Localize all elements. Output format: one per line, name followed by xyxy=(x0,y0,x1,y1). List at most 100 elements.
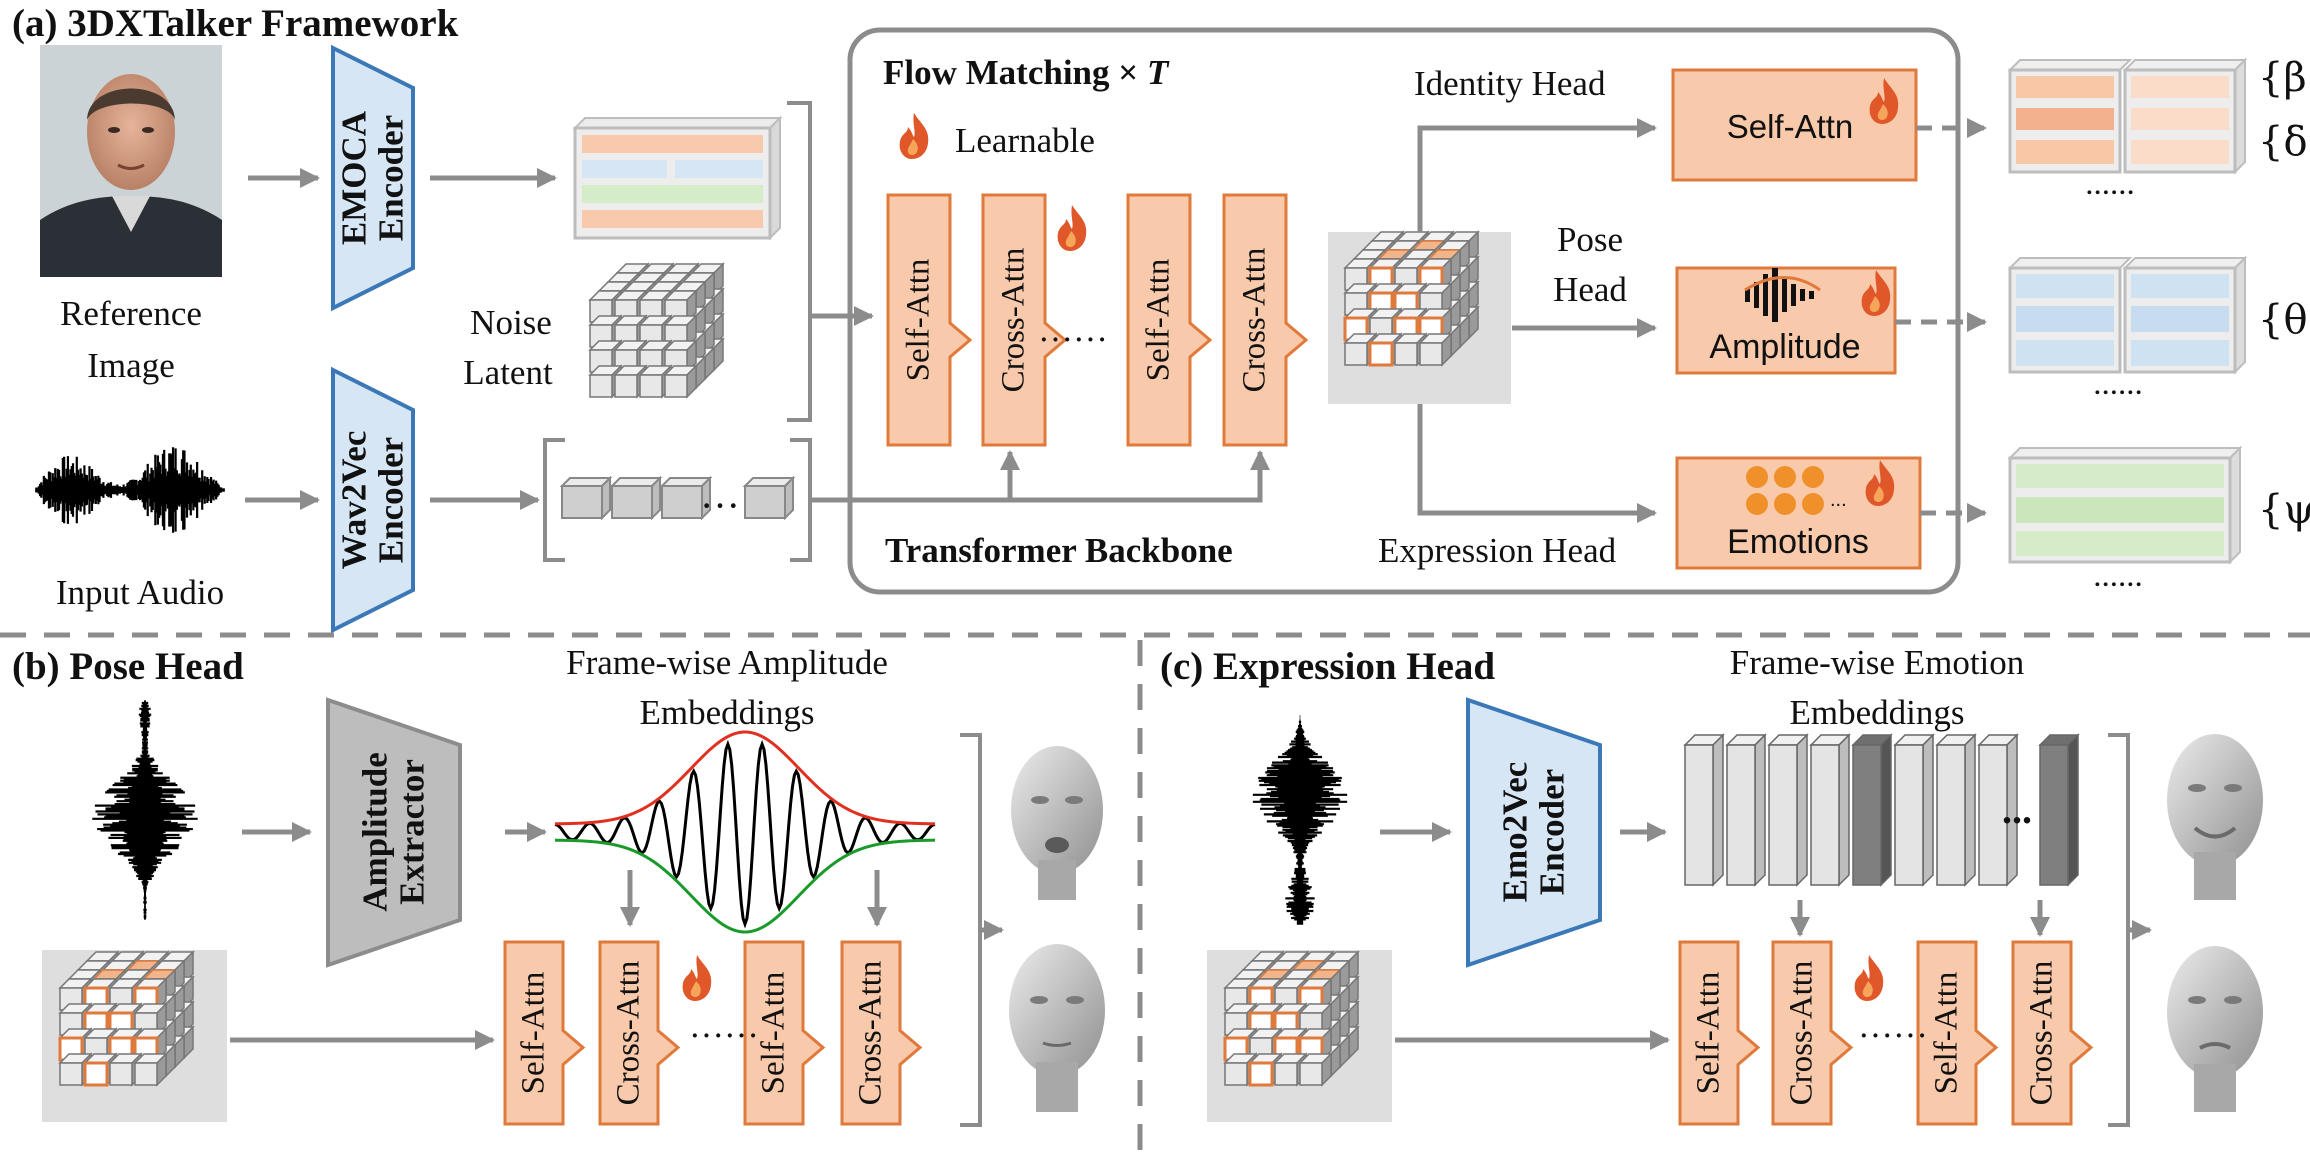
voxel-face xyxy=(134,1062,158,1086)
emotion-bar-side xyxy=(1796,733,1808,887)
expression-head-audio-waveform xyxy=(1252,715,1348,925)
pose-head-block-2 xyxy=(598,940,681,1126)
expression-head-block-4 xyxy=(2011,940,2094,1126)
amplitude-upper-envelope xyxy=(554,730,936,826)
param-beta: {β} xyxy=(2258,55,2310,101)
latent-output-cube xyxy=(1343,230,1480,367)
expression-head-block-label-3: Self-Attn xyxy=(1928,971,1965,1095)
pose-head-block-3 xyxy=(743,940,826,1126)
voxel-face xyxy=(1248,1061,1274,1087)
emotion-bar xyxy=(1852,744,1882,886)
backbone-block-4 xyxy=(1222,193,1309,447)
emotion-bar xyxy=(1726,744,1756,886)
emotions-dots: ... xyxy=(1830,489,1847,511)
identity-self-attn-label: Self-Attn xyxy=(1726,108,1854,145)
transformer-backbone-label: Transformer Backbone xyxy=(885,531,1233,570)
voxel-face xyxy=(83,1061,109,1087)
amplitude-extractor-label: Amplitude Extractor xyxy=(355,752,431,912)
learnable-flame-icon xyxy=(1854,955,1884,1001)
voxel-face xyxy=(614,374,638,398)
pose-params-tensor xyxy=(2007,255,2248,375)
expression-head-subtitle-1: Frame-wise Emotion xyxy=(1729,643,2025,682)
voxel-face xyxy=(59,1062,83,1086)
emotion-bar-side xyxy=(1754,733,1766,887)
flow-matching-T: T xyxy=(1146,53,1169,92)
pose-head-block-label-4: Cross-Attn xyxy=(852,960,889,1106)
expression-head-block-3 xyxy=(1916,940,1999,1126)
identity-ellipsis: ...... xyxy=(2085,166,2135,202)
voxel-face xyxy=(1344,342,1368,366)
flow-matching-container xyxy=(847,27,1961,595)
noise-latent-cube xyxy=(588,262,725,399)
amplitude-extractor-line1: Amplitude xyxy=(355,752,395,912)
amplitude-embedding-waveform xyxy=(554,730,936,934)
voxel-face xyxy=(1394,342,1418,366)
emotion-bar xyxy=(1936,744,1966,886)
amplitude-extractor-line2: Extractor xyxy=(392,759,431,905)
param-theta: {θ} xyxy=(2258,297,2310,343)
learnable-flame-icon xyxy=(1057,205,1087,251)
expression-head-block-label-2: Cross-Attn xyxy=(1783,960,1820,1106)
pose-head-block-label-1: Self-Attn xyxy=(515,971,552,1095)
amplitude-box-label: Amplitude xyxy=(1709,328,1861,366)
backbone-block-label-2: Cross-Attn xyxy=(995,247,1032,393)
pose-head-subtitle-1: Frame-wise Amplitude xyxy=(566,643,888,682)
backbone-block-label-1: Self-Attn xyxy=(900,258,937,382)
amplitude-icon xyxy=(1744,268,1821,322)
voxel-face xyxy=(1274,1062,1298,1086)
emotion-bar-side xyxy=(1838,733,1850,887)
reference-image xyxy=(40,45,222,277)
emotion-bar xyxy=(1894,744,1924,886)
pose-head-label-2: Head xyxy=(1553,270,1627,309)
voxel-face xyxy=(589,374,613,398)
pose-head-subtitle-2: Embeddings xyxy=(639,693,815,732)
panel-b-title: (b) Pose Head xyxy=(12,645,244,688)
input-audio-label: Input Audio xyxy=(55,573,225,612)
emotion-bars-dots: ... xyxy=(2002,787,2032,832)
transformer-backbone-blocks xyxy=(886,193,1309,447)
audio-token-dots: ··· xyxy=(700,483,740,528)
emoca-encoder-line2: Encoder xyxy=(371,114,410,242)
emotion-bar xyxy=(2039,744,2069,886)
emotion-bar xyxy=(1768,744,1798,886)
pose-input-latent-cube xyxy=(58,950,195,1087)
pose-ellipsis: ...... xyxy=(2093,366,2143,402)
voxel-face xyxy=(109,1062,133,1086)
backbone-block-label-4: Cross-Attn xyxy=(1236,247,1273,393)
identity-head-box xyxy=(1671,68,1918,182)
emotion-bar-side xyxy=(2067,733,2079,887)
panel-a-title: (a) 3DXTalker Framework xyxy=(12,2,459,45)
learnable-label: Learnable xyxy=(955,121,1095,160)
pose-head-blocks xyxy=(503,940,923,1126)
backbone-block-1 xyxy=(886,193,973,447)
emoca-encoder-line1: EMOCA xyxy=(334,110,374,246)
emo2vec-encoder-line1: Emo2Vec xyxy=(1495,761,1535,903)
expression-head-block-label-1: Self-Attn xyxy=(1690,971,1727,1095)
reference-image-label-2: Image xyxy=(87,346,175,385)
emotion-bar xyxy=(1684,744,1714,886)
wav2vec-encoder xyxy=(331,366,415,634)
input-audio-waveform xyxy=(35,447,225,533)
pose-head-label-1: Pose xyxy=(1556,220,1624,259)
pose-head-audio-waveform xyxy=(92,700,198,920)
voxel-face xyxy=(639,374,663,398)
waveform-path xyxy=(92,700,198,920)
backbone-dots: ······ xyxy=(1038,320,1108,359)
emotion-embedding-bars xyxy=(1683,733,2080,887)
amplitude-extractor xyxy=(326,697,462,968)
amplitude-signal xyxy=(554,739,936,929)
amplitude-lower-envelope xyxy=(554,838,936,934)
emotion-bar xyxy=(1978,744,2008,886)
expression-params-tensor xyxy=(2007,445,2243,565)
noise-latent-label-2: Latent xyxy=(463,353,553,392)
flow-matching-title: Flow Matching × T xyxy=(883,55,1168,90)
emotion-faces-icon xyxy=(1746,466,1824,515)
learnable-flame-icon xyxy=(899,113,929,159)
voxel-face xyxy=(1419,342,1443,366)
backbone-block-label-3: Self-Attn xyxy=(1140,258,1177,382)
expression-head-block-1 xyxy=(1678,940,1761,1126)
smiling-face-mesh xyxy=(2167,734,2263,900)
backbone-block-2 xyxy=(981,193,1068,447)
param-delta: {δ} xyxy=(2258,119,2310,165)
talking-face-mesh-neutral xyxy=(1009,944,1105,1112)
